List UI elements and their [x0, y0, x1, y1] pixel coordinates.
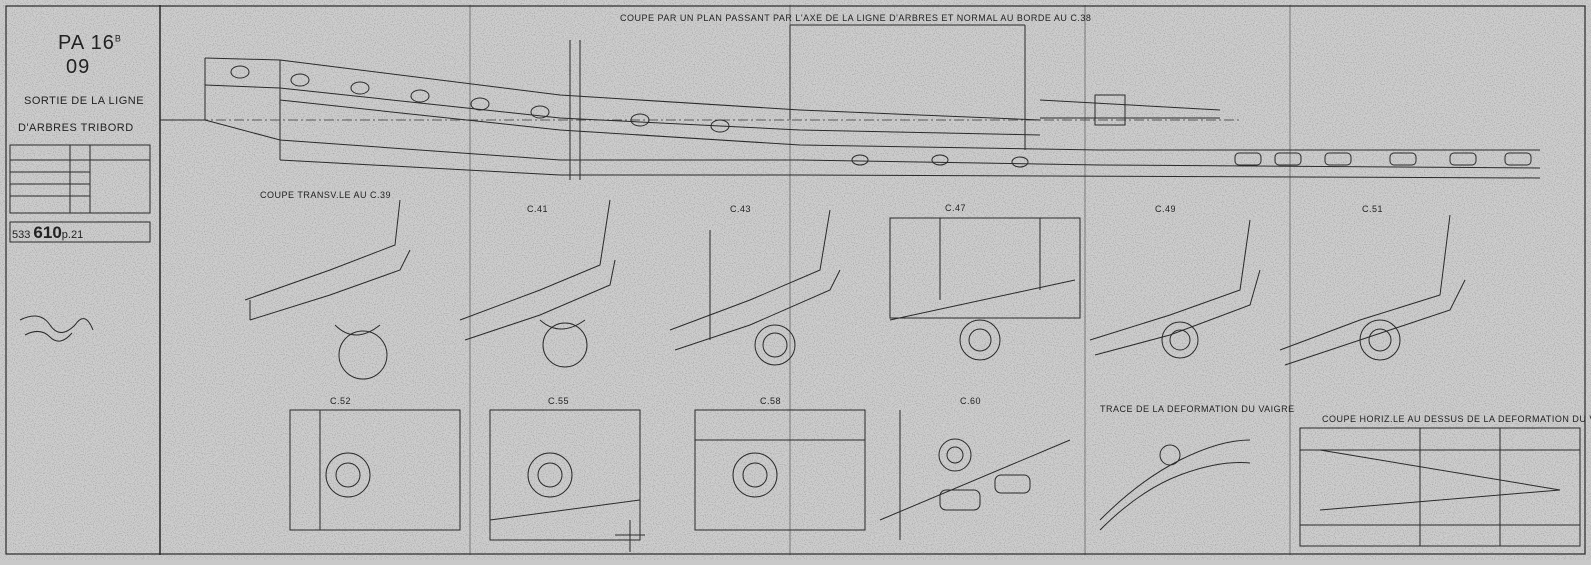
- label-c39: COUPE TRANSV.LE AU C.39: [260, 190, 392, 200]
- section-c41: [459, 199, 616, 368]
- ref-main: 610: [33, 223, 62, 242]
- main-view-title: COUPE PAR UN PLAN PASSANT PAR L'AXE DE L…: [620, 13, 1092, 23]
- label-c41: C.41: [527, 204, 549, 214]
- label-c49: C.49: [1155, 204, 1177, 214]
- label-horiz: COUPE HORIZ.LE AU DESSUS DE LA DEFORMATI…: [1322, 414, 1591, 424]
- title-code: PA 16: [58, 32, 115, 54]
- title-block: [9, 144, 151, 342]
- label-c55: C.55: [548, 396, 570, 406]
- section-horiz: [1299, 427, 1581, 547]
- section-c49: [1089, 219, 1261, 359]
- section-c58: [615, 409, 866, 552]
- label-trace: TRACE DE LA DEFORMATION DU VAIGRE: [1100, 404, 1295, 414]
- label-c60: C.60: [960, 396, 982, 406]
- ref-suffix: p.21: [61, 229, 84, 241]
- title-block-ref: 533 610p.21: [12, 223, 83, 243]
- main-longitudinal-section: [160, 24, 1541, 180]
- label-c52: C.52: [330, 396, 352, 406]
- section-trace: [1099, 439, 1251, 531]
- title-block-line2: D'ARBRES TRIBORD: [18, 122, 134, 134]
- label-c51: C.51: [1362, 204, 1384, 214]
- title-block-line1: SORTIE DE LA LIGNE: [24, 95, 145, 107]
- section-c55: [489, 409, 641, 541]
- label-c47: C.47: [945, 203, 967, 213]
- section-c52: [289, 409, 461, 531]
- section-c51: [1279, 214, 1466, 366]
- title-block-code: PA 16B: [58, 32, 121, 55]
- label-c58: C.58: [760, 396, 782, 406]
- sheet-border: [5, 5, 1586, 555]
- title-code-sup: B: [114, 33, 122, 44]
- section-c39: [244, 199, 411, 380]
- title-block-number: 09: [66, 56, 91, 78]
- label-c43: C.43: [730, 204, 752, 214]
- ref-prefix: 533: [12, 229, 31, 241]
- section-c60: [879, 410, 1071, 540]
- section-c47: [889, 217, 1081, 361]
- section-c43: [669, 209, 841, 366]
